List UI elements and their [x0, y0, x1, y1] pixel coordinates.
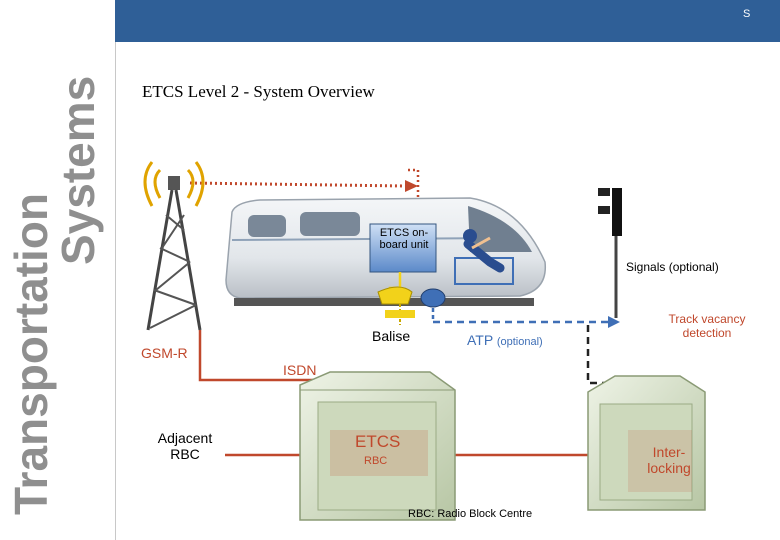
isdn-label: ISDN — [283, 362, 317, 378]
radio-link — [189, 168, 420, 205]
header-corner-text: S — [743, 8, 751, 20]
onboard-unit-box — [369, 223, 437, 273]
track-vacancy-label: Track vacancy detection — [668, 312, 746, 340]
etcs-rbc-title: ETCS — [355, 432, 401, 451]
atp-label: ATP (optional) — [467, 332, 543, 348]
adjacent-rbc-label: Adjacent RBC — [157, 430, 213, 462]
slide-title: ETCS Level 2 - System Overview — [142, 82, 375, 101]
signal-icon — [598, 188, 622, 318]
atp-arrowhead — [608, 316, 620, 328]
footnote: RBC: Radio Block Centre — [408, 508, 533, 520]
driver-icon — [454, 229, 514, 285]
header-bar: S — [115, 0, 780, 42]
interlocking-cabinet-icon — [587, 375, 706, 511]
interlocking-label: Inter-locking — [647, 444, 691, 476]
balise-icon — [377, 272, 415, 325]
antenna-icon — [143, 161, 205, 331]
atp-label-main: ATP — [467, 332, 493, 348]
sidebar-brand: Transportation Systems — [0, 0, 116, 540]
rbc-cabinet-icon — [299, 371, 456, 521]
signals-label: Signals (optional) — [626, 260, 719, 274]
etcs-rbc-sub: RBC — [364, 455, 388, 467]
onboard-unit-label: ETCS on-board unit — [379, 227, 429, 251]
balise-label: Balise — [372, 328, 411, 344]
atp-label-optional: (optional) — [496, 336, 543, 348]
gsm-r-label: GSM-R — [141, 345, 188, 361]
atp-antenna-icon — [420, 288, 446, 320]
